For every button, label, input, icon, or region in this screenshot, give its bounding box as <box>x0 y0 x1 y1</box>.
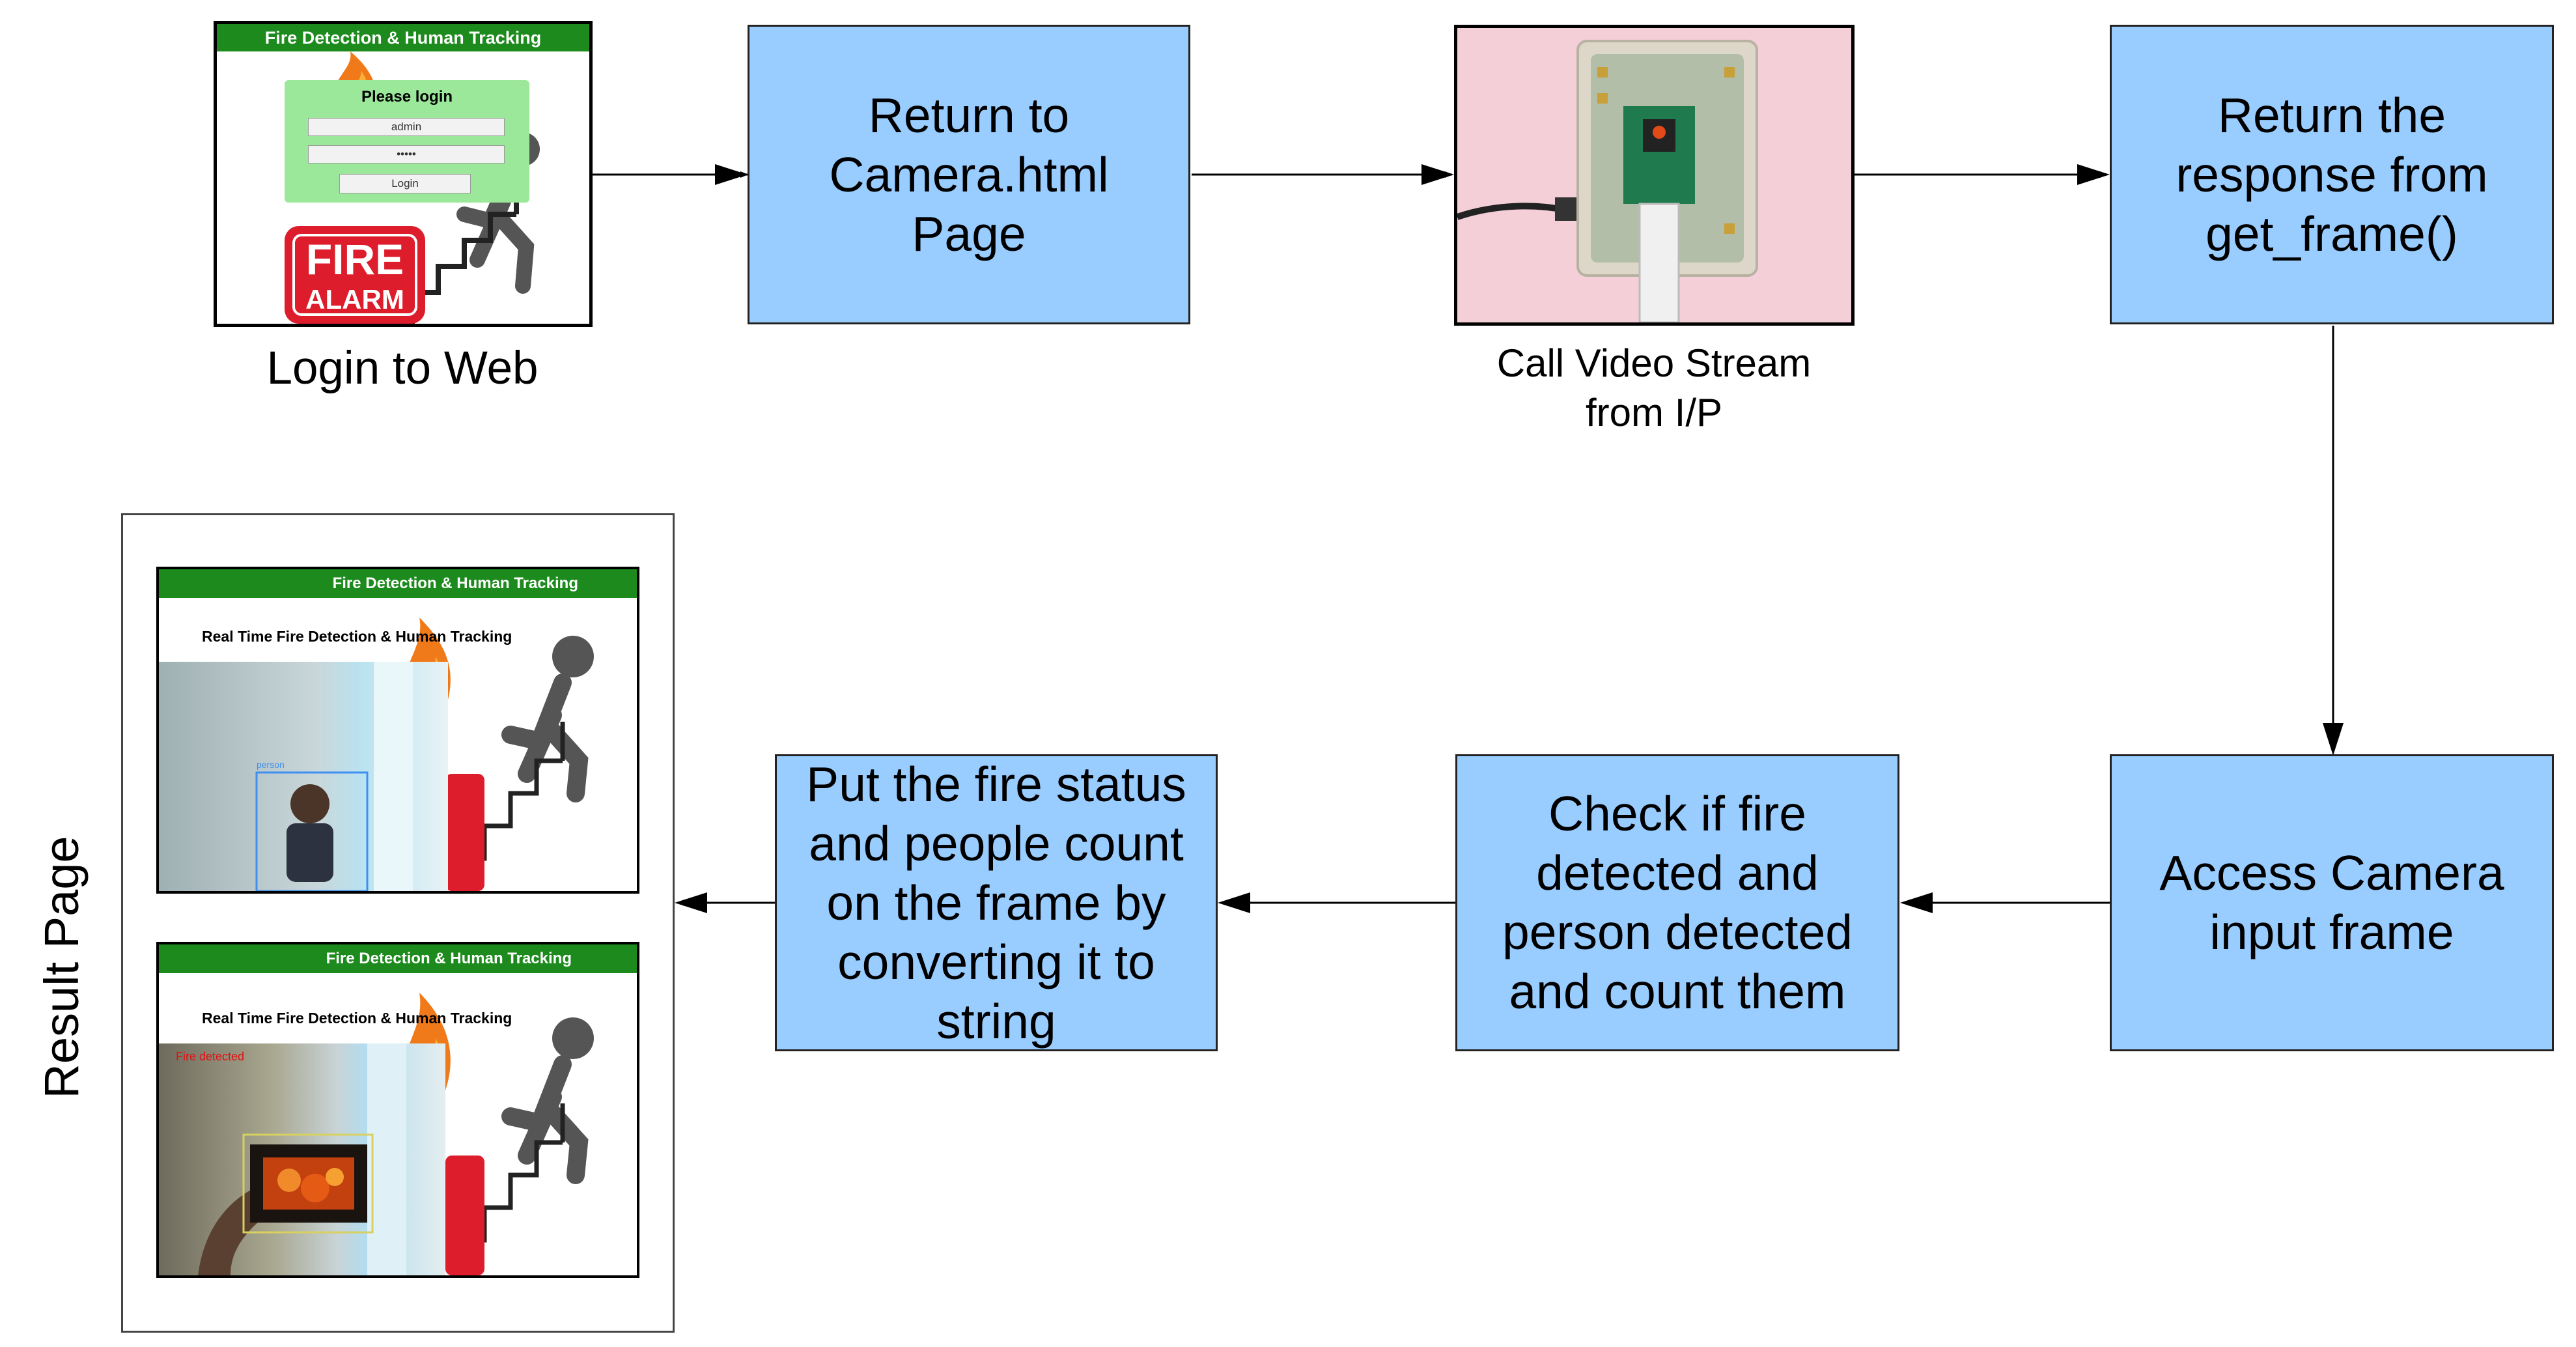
result-header-bar: Fire Detection & Human Tracking <box>159 944 637 973</box>
result-page-label: Result Page <box>35 836 89 1099</box>
fire-detection-label: Fire detected <box>176 1050 245 1063</box>
return-to-camera-html-box: Return to Camera.html Page <box>748 25 1190 324</box>
login-caption: Login to Web <box>266 343 539 394</box>
login-screenshot: Fire Detection & Human Tracking Please l… <box>214 21 593 327</box>
person-detection-label: person <box>257 759 285 770</box>
box-line: Access Camera <box>2159 845 2504 900</box>
result-subtitle: Real Time Fire Detection & Human Trackin… <box>202 628 512 645</box>
login-header-title: Fire Detection & Human Tracking <box>264 27 542 48</box>
box-line: Put the fire status <box>806 756 1186 812</box>
put-status-box: Put the fire status and people count on … <box>775 754 1218 1051</box>
camera-feed-person: person <box>159 662 448 891</box>
fire-alarm-text-top: FIRE <box>305 235 404 283</box>
box-line: input frame <box>2209 905 2454 959</box>
password-field[interactable]: ••••• <box>308 145 505 163</box>
camera-caption-line: Call Video Stream <box>1496 341 1812 385</box>
camera-photo <box>1454 25 1855 326</box>
camera-feed-fire: Fire detected <box>159 1043 445 1275</box>
box-line: get_frame() <box>2205 206 2458 261</box>
box-line: on the frame by <box>826 875 1166 930</box>
result-header-title: Fire Detection & Human Tracking <box>332 574 578 592</box>
fire-alarm-text-bottom: ALARM <box>305 284 404 315</box>
login-form-title: Please login <box>361 88 453 106</box>
box-line: and people count <box>809 815 1184 871</box>
username-field[interactable]: admin <box>308 118 505 136</box>
return-response-box: Return the response from get_frame() <box>2110 25 2554 324</box>
result-screen-person: Fire Detection & Human Tracking Real Tim… <box>156 567 639 894</box>
check-fire-box: Check if fire detected and person detect… <box>1455 754 1899 1051</box>
result-header-bar: Fire Detection & Human Tracking <box>159 569 637 598</box>
box-line: detected and <box>1536 845 1819 900</box>
box-line: Return to <box>868 87 1070 143</box>
access-camera-box: Access Camera input frame <box>2110 754 2554 1051</box>
raspberry-pi-camera-image <box>1457 28 1851 322</box>
box-line: Camera.html <box>829 147 1109 202</box>
login-panel: Please login admin ••••• Login <box>285 80 529 203</box>
result-subtitle: Real Time Fire Detection & Human Trackin… <box>202 1010 512 1027</box>
login-header-bar: Fire Detection & Human Tracking <box>217 24 589 51</box>
login-button[interactable]: Login <box>339 174 471 193</box>
fire-alarm-sign: FIRE ALARM <box>285 226 425 324</box>
camera-caption: Call Video Stream from I/P <box>1420 339 1888 438</box>
box-line: string <box>936 993 1056 1049</box>
result-screen-fire: Fire Detection & Human Tracking Real Tim… <box>156 942 639 1278</box>
box-line: Check if fire <box>1548 786 1806 841</box>
camera-caption-line: from I/P <box>1585 391 1723 434</box>
box-line: response from <box>2176 147 2488 202</box>
box-line: Page <box>912 206 1026 261</box>
box-line: converting it to <box>837 934 1155 989</box>
box-line: person detected <box>1502 905 1853 959</box>
box-line: Return the <box>2217 87 2446 143</box>
result-header-title: Fire Detection & Human Tracking <box>326 950 572 967</box>
box-line: and count them <box>1509 964 1846 1019</box>
